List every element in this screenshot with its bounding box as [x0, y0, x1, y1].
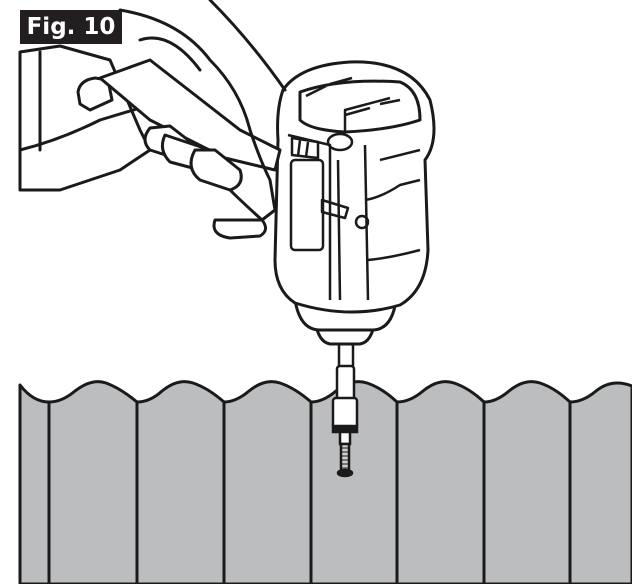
driver-bit-and-screw [331, 342, 359, 478]
impact-driver [273, 60, 436, 346]
fence [18, 380, 632, 584]
figure-label: Fig. 10 [20, 10, 122, 44]
hand-holding-driver [18, 0, 287, 240]
